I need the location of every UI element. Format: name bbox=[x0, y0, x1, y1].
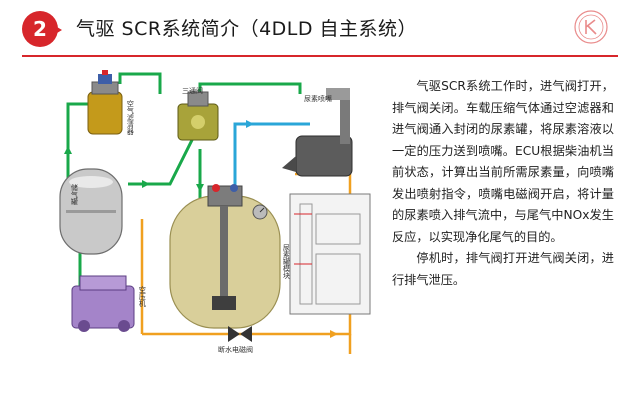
company-logo bbox=[574, 10, 608, 44]
label-air-filter: 空气滤清器 bbox=[126, 100, 135, 135]
compressor-icon bbox=[71, 275, 135, 332]
shutoff-valve-icon bbox=[228, 326, 252, 342]
diagram-canvas bbox=[59, 70, 371, 354]
urea-flow-line-blue bbox=[233, 122, 310, 214]
urea-nozzle-icon bbox=[282, 88, 353, 177]
page-title: 气驱 SCR系统简介（4DLD 自主系统） bbox=[76, 18, 418, 40]
label-compressor: 空压机 bbox=[138, 286, 147, 307]
urea-flow-arrow bbox=[246, 120, 254, 128]
title-underline bbox=[22, 55, 618, 57]
air-tank-icon bbox=[59, 168, 123, 255]
three-way-valve-icon bbox=[177, 91, 219, 141]
label-air-tank: 储气罐 bbox=[70, 184, 79, 205]
engine-icon bbox=[289, 193, 371, 315]
badge-pointer bbox=[52, 24, 62, 36]
urea-tank-icon bbox=[169, 184, 281, 329]
scr-system-diagram: 空气滤清器 三通阀 尿素喷嘴 储气罐 尿素罐模块 空压机 断水电磁阀 bbox=[50, 64, 390, 364]
description-text: 气驱SCR系统工作时，进气阀打开，排气阀关闭。车载压缩气体通过空滤器和进气阀通入… bbox=[392, 76, 614, 291]
coolant-arrow bbox=[330, 330, 338, 338]
air-flow-arrows bbox=[64, 146, 204, 192]
label-three-way-valve: 三通阀 bbox=[182, 87, 203, 95]
pressure-gauge-icon bbox=[252, 204, 268, 220]
header: 2 气驱 SCR系统简介（4DLD 自主系统） bbox=[0, 0, 640, 54]
label-urea-tank: 尿素罐模块 bbox=[282, 244, 291, 279]
description-paragraph-1: 气驱SCR系统工作时，进气阀打开，排气阀关闭。车载压缩气体通过空滤器和进气阀通入… bbox=[392, 79, 614, 244]
label-shutoff-valve: 断水电磁阀 bbox=[218, 346, 253, 354]
description-paragraph-2: 停机时，排气阀打开进气阀关闭，进行排气泄压。 bbox=[392, 251, 614, 287]
air-filter-icon bbox=[87, 70, 123, 135]
label-nozzle: 尿素喷嘴 bbox=[304, 95, 332, 103]
